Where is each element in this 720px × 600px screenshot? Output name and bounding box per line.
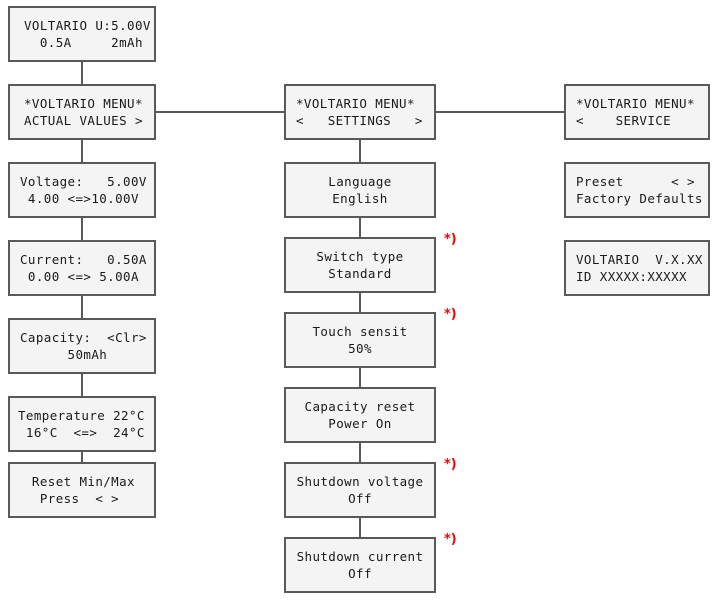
lcd-screen-status-readout[interactable]: VOLTARIO U:5.00V 0.5A 2mAh [8,6,156,62]
connector-language-to-switchtype [359,218,361,240]
lcd-line-1: Shutdown voltage [296,474,424,489]
footnote-marker-switch-type: *) [444,232,457,247]
lcd-line-2: ACTUAL VALUES > [24,113,143,128]
lcd-line-1: *VOLTARIO MENU* [296,96,415,111]
connector-status-to-actualvalues [81,62,83,84]
connector-touchsensit-to-capacityreset [359,368,361,387]
lcd-line-1: VOLTARIO U:5.00V [24,18,151,33]
lcd-line-2: Off [348,491,372,506]
lcd-screen-menu-settings[interactable]: *VOLTARIO MENU* < SETTINGS > [284,84,436,140]
connector-capacity-to-temperature [81,374,83,396]
lcd-screen-preset-factory-defaults[interactable]: Preset < > Factory Defaults [564,162,710,218]
lcd-screen-shutdown-current[interactable]: Shutdown current Off [284,537,436,593]
lcd-screen-firmware-version-id[interactable]: VOLTARIO V.X.XX ID XXXXX:XXXXX [564,240,710,296]
lcd-line-1: Capacity: <Clr> [20,330,147,345]
lcd-line-1: Temperature 22°C [18,408,145,423]
lcd-line-2: Press < > [24,491,120,506]
lcd-screen-voltage[interactable]: Voltage: 5.00V 4.00 <=>10.00V [8,162,156,218]
lcd-line-2: Off [348,566,372,581]
lcd-line-1: *VOLTARIO MENU* [576,96,695,111]
lcd-screen-capacity-reset[interactable]: Capacity reset Power On [284,387,436,443]
lcd-line-1: Reset Min/Max [24,474,135,489]
lcd-screen-shutdown-voltage[interactable]: Shutdown voltage Off [284,462,436,518]
lcd-line-2: 50mAh [20,347,108,362]
lcd-line-1: Current: 0.50A [20,252,147,267]
lcd-line-2: ID XXXXX:XXXXX [576,269,687,284]
connector-current-to-capacity [81,296,83,318]
connector-switchtype-to-touchsensit [359,293,361,312]
lcd-screen-temperature[interactable]: Temperature 22°C 16°C <=> 24°C [8,396,156,452]
footnote-marker-touch-sensitivity: *) [444,307,457,322]
connector-actualvalues-to-settings [156,111,284,113]
lcd-line-1: VOLTARIO V.X.XX [576,252,703,267]
lcd-screen-reset-min-max[interactable]: Reset Min/Max Press < > [8,462,156,518]
lcd-line-2: Power On [328,416,392,431]
connector-shutdownvoltage-to-shutdowncurrent [359,518,361,537]
lcd-screen-touch-sensitivity[interactable]: Touch sensit 50% [284,312,436,368]
lcd-line-2: 50% [348,341,372,356]
connector-settings-to-service [436,111,564,113]
footnote-marker-shutdown-voltage: *) [444,457,457,472]
lcd-screen-menu-service[interactable]: *VOLTARIO MENU* < SERVICE [564,84,710,140]
lcd-line-2: 16°C <=> 24°C [18,425,145,440]
lcd-screen-language[interactable]: Language English [284,162,436,218]
lcd-line-2: 0.5A 2mAh [24,35,143,50]
footnote-marker-shutdown-current: *) [444,532,457,547]
lcd-line-1: Voltage: 5.00V [20,174,147,189]
lcd-line-1: Touch sensit [312,324,408,339]
lcd-screen-switch-type[interactable]: Switch type Standard [284,237,436,293]
lcd-line-2: < SETTINGS > [296,113,423,128]
lcd-line-1: Shutdown current [296,549,424,564]
lcd-line-1: *VOLTARIO MENU* [24,96,143,111]
lcd-screen-capacity[interactable]: Capacity: <Clr> 50mAh [8,318,156,374]
connector-settings-to-language [359,140,361,162]
lcd-line-2: Standard [328,266,392,281]
lcd-line-1: Language [328,174,392,189]
lcd-line-1: Capacity reset [304,399,416,414]
connector-voltage-to-current [81,218,83,240]
lcd-screen-current[interactable]: Current: 0.50A 0.00 <=> 5.00A [8,240,156,296]
lcd-line-2: < SERVICE [576,113,672,128]
lcd-line-2: 4.00 <=>10.00V [20,191,139,206]
lcd-screen-menu-actual-values[interactable]: *VOLTARIO MENU* ACTUAL VALUES > [8,84,156,140]
connector-capacityreset-to-shutdownvoltage [359,443,361,462]
lcd-line-2: 0.00 <=> 5.00A [20,269,139,284]
lcd-line-2: Factory Defaults [576,191,703,206]
lcd-line-1: Preset < > [576,174,695,189]
lcd-line-1: Switch type [316,249,404,264]
connector-actualvalues-to-voltage [81,140,83,162]
lcd-line-2: English [332,191,388,206]
